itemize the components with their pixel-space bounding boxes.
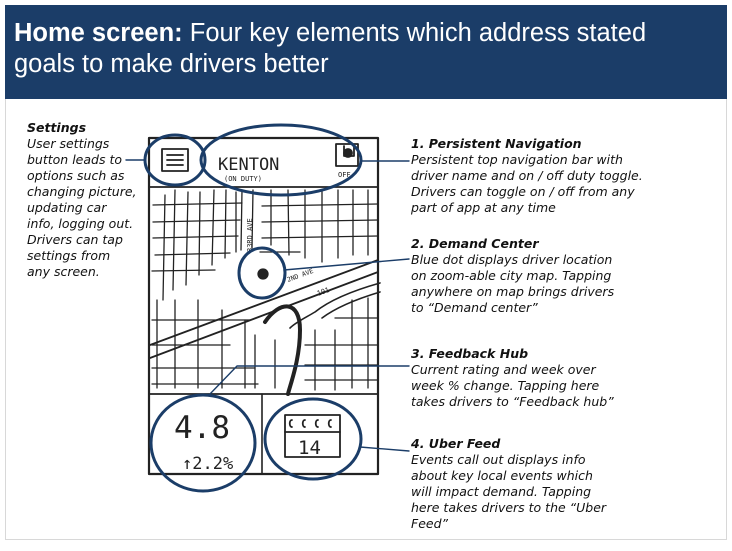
- feed-line: about key local events which: [411, 468, 593, 483]
- settings-line: User settings: [27, 136, 110, 151]
- navigation-line: driver name and on / off duty toggle.: [411, 168, 643, 183]
- settings-line: options such as: [27, 168, 125, 183]
- street-label-3: 101: [316, 286, 331, 298]
- driver-name: KENTON: [218, 155, 279, 175]
- demand-note: 2. Demand Center Blue dot displays drive…: [411, 236, 723, 316]
- settings-heading: Settings: [27, 120, 87, 135]
- highlight-ovals: [143, 123, 363, 493]
- feed-line: here takes drivers to the “Uber: [411, 500, 607, 515]
- duty-status: (ON DUTY): [224, 175, 262, 183]
- feedback-line: Current rating and week over: [411, 362, 596, 377]
- navigation-highlight: [199, 123, 363, 197]
- rating-value: 4.8: [174, 410, 230, 446]
- feed-line: Events call out displays info: [411, 452, 586, 467]
- settings-line: button leads to: [27, 152, 122, 167]
- navigation-line: part of app at any time: [411, 200, 556, 215]
- feed-heading: 4. Uber Feed: [411, 436, 501, 451]
- duty-toggle-icon: [335, 143, 359, 167]
- feed-highlight: [263, 397, 363, 481]
- slide-border: [5, 99, 727, 540]
- rating-change: ↑2.2%: [182, 454, 233, 474]
- demand-line: anywhere on map brings drivers: [411, 284, 615, 299]
- navigation-note: 1. Persistent Navigation Persistent top …: [411, 136, 723, 216]
- feedback-heading: 3. Feedback Hub: [411, 346, 529, 361]
- slide-title: Home screen: Four key elements which add…: [14, 18, 704, 80]
- connector-lines: [125, 159, 410, 452]
- settings-line: settings from: [27, 248, 111, 263]
- feedback-line: takes drivers to “Feedback hub”: [411, 394, 614, 409]
- title-bar: [5, 5, 727, 99]
- calendar-icon: [284, 414, 341, 458]
- settings-line: Drivers can tap: [27, 232, 123, 247]
- settings-line: updating car: [27, 200, 107, 215]
- title-rest: Four key elements which address stated g…: [14, 19, 647, 78]
- settings-line: info, logging out.: [27, 216, 134, 231]
- driver-location-dot: [257, 268, 269, 280]
- navigation-line: Persistent top navigation bar with: [411, 152, 623, 167]
- feedback-line: week % change. Tapping here: [411, 378, 600, 393]
- feed-line: will impact demand. Tapping: [411, 484, 592, 499]
- settings-line: changing picture,: [27, 184, 137, 199]
- demand-line: on zoom-able city map. Tapping: [411, 268, 612, 283]
- title-bold: Home screen:: [14, 19, 183, 47]
- city-map: [149, 189, 381, 396]
- demand-line: to “Demand center”: [411, 300, 538, 315]
- calendar-day: 14: [298, 437, 321, 459]
- navigation-heading: 1. Persistent Navigation: [411, 136, 582, 151]
- settings-menu-icon: [161, 148, 189, 172]
- settings-line: any screen.: [27, 264, 100, 279]
- demand-heading: 2. Demand Center: [411, 236, 539, 251]
- feedback-note: 3. Feedback Hub Current rating and week …: [411, 346, 723, 410]
- feed-note: 4. Uber Feed Events call out displays in…: [411, 436, 723, 532]
- feedback-highlight: [149, 393, 257, 493]
- feed-line: Feed”: [411, 516, 448, 531]
- demand-highlight: [237, 246, 287, 300]
- street-label-1: 33RD AVE: [246, 218, 254, 252]
- toggle-label: OFF: [338, 171, 351, 179]
- settings-note: Settings User settings button leads to o…: [27, 120, 147, 280]
- navigation-line: Drivers can toggle on / off from any: [411, 184, 635, 199]
- phone-frame: [147, 136, 380, 476]
- demand-line: Blue dot displays driver location: [411, 252, 613, 267]
